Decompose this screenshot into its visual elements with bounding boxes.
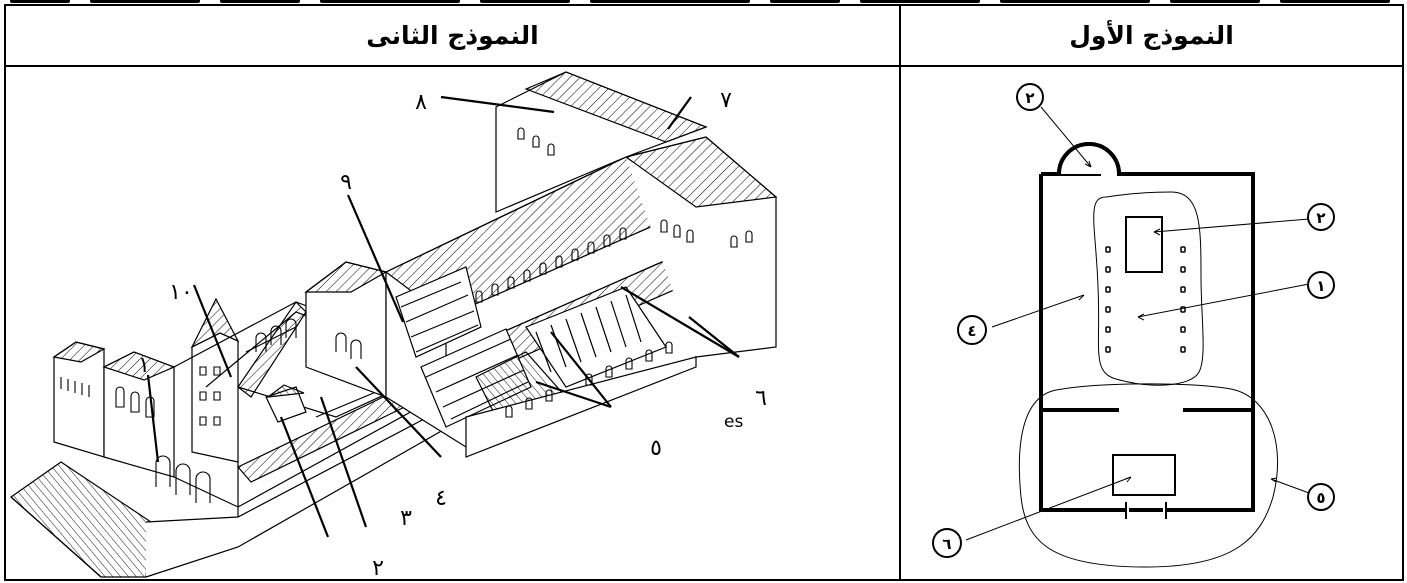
basilica-isometric-drawing: ١ ١٠ ٩ ٨ ٧ ٦ ٥ ٤ ٣ ٢ es	[10, 71, 778, 579]
label-5: ٥	[650, 436, 662, 461]
stray-text-es: es	[724, 412, 743, 432]
model-2-cell: ١ ١٠ ٩ ٨ ٧ ٦ ٥ ٤ ٣ ٢ es	[4, 65, 901, 581]
label-3: ٣	[400, 506, 412, 531]
label-4: ٤	[435, 486, 447, 511]
header-model-2: النموذج الثانى	[4, 4, 901, 67]
plan-label-left: ٤	[967, 322, 976, 340]
header-model-1: النموذج الأول	[899, 4, 1404, 67]
label-2: ٢	[372, 556, 384, 579]
plan-label-left-lower: ٦	[942, 535, 951, 553]
plan-label-top: ٢	[1025, 89, 1034, 107]
label-10: ١٠	[169, 280, 193, 305]
basilica-floor-plan: ٢ ٢ ١ ٤ ٥ ٦	[932, 83, 1335, 568]
model-1-cell: ٢ ٢ ١ ٤ ٥ ٦	[899, 65, 1404, 581]
label-8: ٨	[415, 90, 427, 115]
label-9: ٩	[340, 170, 352, 195]
nave-columns	[1105, 246, 1186, 353]
annotation-arrows	[965, 106, 1310, 541]
label-7: ٧	[720, 88, 732, 113]
leader-lines	[146, 95, 740, 538]
header-model-1-text: النموذج الأول	[1069, 21, 1234, 50]
arched-windows	[60, 127, 753, 503]
diagram-labels: ١ ١٠ ٩ ٨ ٧ ٦ ٥ ٤ ٣ ٢ es	[138, 88, 767, 579]
plan-label-right-upper: ٢	[1316, 209, 1325, 227]
cropped-top-text-strip	[0, 0, 1407, 4]
plan-labels: ٢ ٢ ١ ٤ ٥ ٦	[932, 83, 1335, 558]
label-1: ١	[138, 353, 150, 378]
plan-label-right-middle: ١	[1316, 277, 1325, 295]
comparison-table: النموذج الثانى النموذج الأول	[4, 4, 1404, 581]
floor-plan-walls	[1018, 142, 1279, 568]
plan-label-right-lower: ٥	[1316, 489, 1325, 507]
header-model-2-text: النموذج الثانى	[366, 21, 539, 50]
label-6: ٦	[755, 386, 767, 411]
building-outline	[10, 71, 778, 578]
